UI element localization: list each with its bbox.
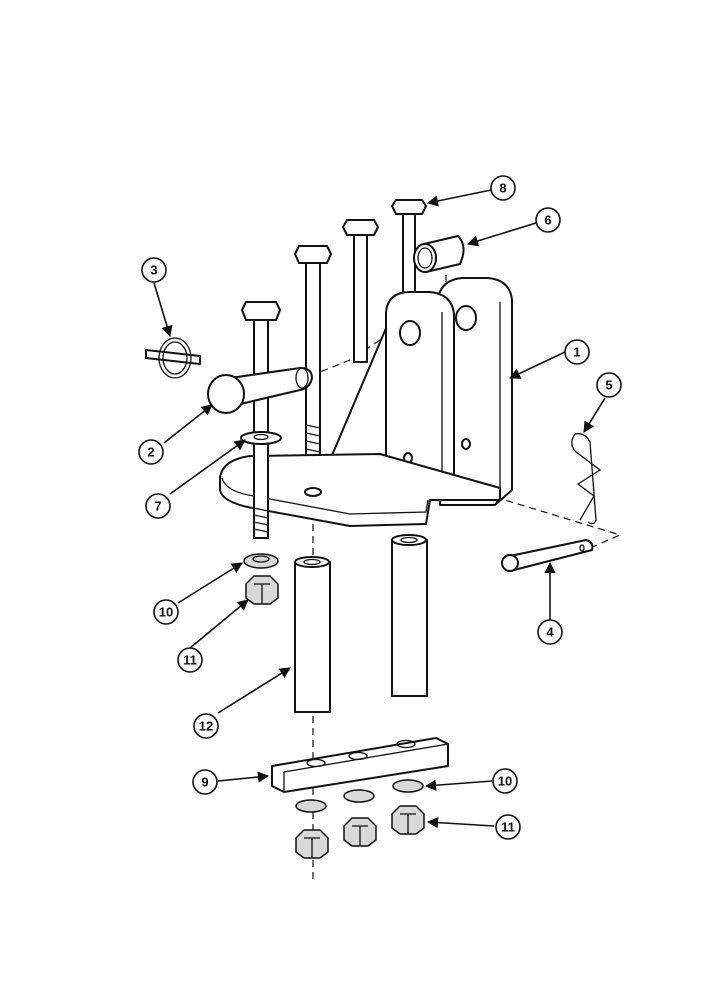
callout-12-label: 12 xyxy=(199,719,213,734)
bushing-6 xyxy=(413,235,465,273)
callout-2: 2 xyxy=(138,439,164,465)
lock-washers-bottom xyxy=(295,779,424,813)
callout-5: 5 xyxy=(596,372,622,398)
callout-10-right: 10 xyxy=(492,768,518,794)
bolt-rear-middle xyxy=(342,219,379,363)
callout-7: 7 xyxy=(145,493,171,519)
callout-8: 8 xyxy=(490,175,516,201)
hair-pin-clip-5 xyxy=(571,433,602,525)
callout-9-label: 9 xyxy=(201,775,208,790)
nuts-bottom xyxy=(295,805,425,859)
callout-11-left-label: 11 xyxy=(183,653,197,668)
callout-3: 3 xyxy=(141,257,167,283)
callout-12: 12 xyxy=(193,713,219,739)
callout-4: 4 xyxy=(537,619,563,645)
washer-7 xyxy=(240,431,282,445)
spacer-12-right xyxy=(391,534,428,697)
plate-9 xyxy=(271,737,449,793)
callout-8-label: 8 xyxy=(499,181,506,196)
lynch-pin-3 xyxy=(145,337,201,379)
callout-11-right-label: 11 xyxy=(501,820,515,835)
spacer-12-left xyxy=(294,556,331,713)
clevis-pin-4 xyxy=(501,539,594,572)
callout-6-label: 6 xyxy=(544,213,551,228)
leader-lines xyxy=(153,189,606,829)
callout-11-left: 11 xyxy=(177,647,203,673)
base-plate xyxy=(219,453,501,527)
pin-2 xyxy=(207,367,313,414)
callout-4-label: 4 xyxy=(546,625,554,640)
callout-10-left: 10 xyxy=(153,599,179,625)
callout-6: 6 xyxy=(535,207,561,233)
bracket xyxy=(329,277,513,506)
callout-5-label: 5 xyxy=(605,378,612,393)
callout-2-label: 2 xyxy=(147,445,154,460)
callout-1: 1 xyxy=(564,339,590,365)
lock-washer-left xyxy=(243,553,279,569)
nut-left xyxy=(245,575,279,605)
callout-10-left-label: 10 xyxy=(159,605,173,620)
callout-9: 9 xyxy=(192,769,218,795)
callout-10-right-label: 10 xyxy=(498,774,512,789)
callout-1-label: 1 xyxy=(573,345,580,360)
callout-7-label: 7 xyxy=(154,499,161,514)
callout-11-right: 11 xyxy=(495,814,521,840)
bolt-front-middle xyxy=(294,245,332,473)
callout-3-label: 3 xyxy=(150,263,157,278)
